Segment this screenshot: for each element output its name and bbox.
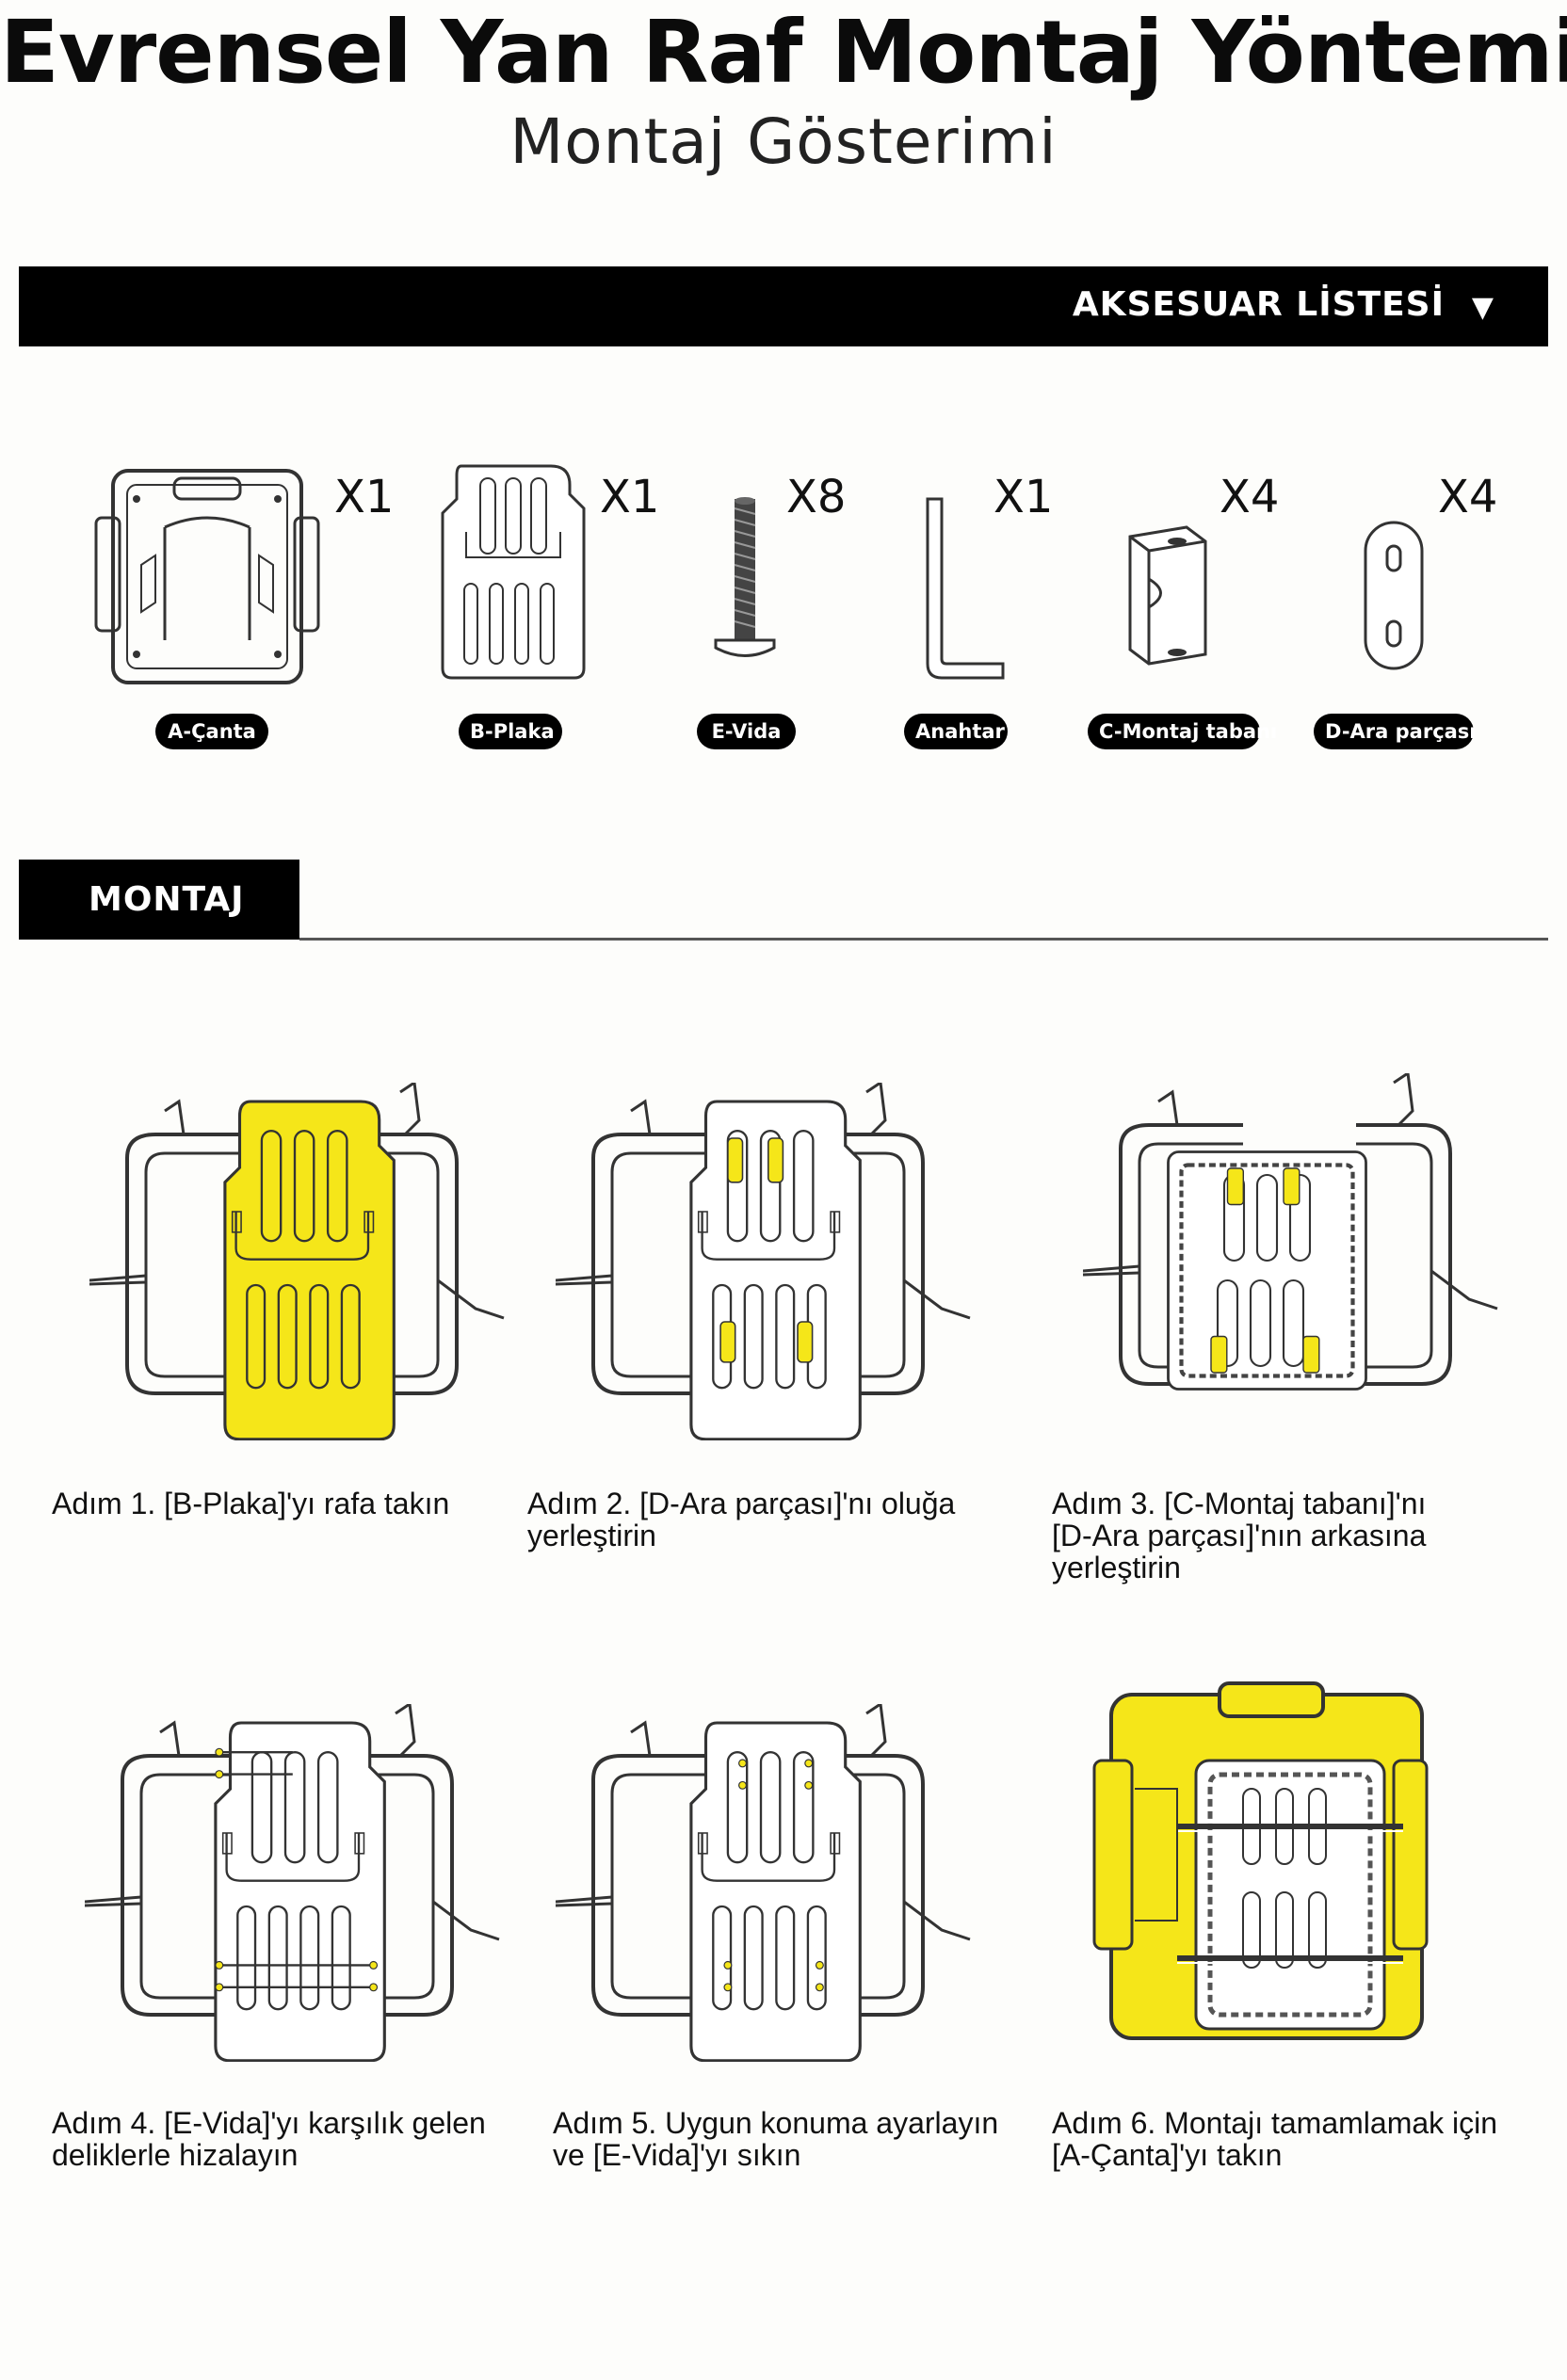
mount-base-icon	[1128, 525, 1207, 666]
accessory-list-label: AKSESUAR LİSTESİ	[1072, 285, 1445, 324]
screw-icon	[714, 497, 776, 657]
section-divider	[299, 938, 1548, 941]
accessory-qty: X1	[994, 471, 1054, 523]
step-2-illustration	[554, 1081, 989, 1441]
step-1-caption: Adım 1. [B-Plaka]'yı rafa takın	[52, 1487, 450, 1520]
accessory-label: A-Çanta	[155, 714, 268, 749]
accessory-qty: X1	[334, 471, 395, 523]
accessory-qty: X8	[786, 471, 847, 523]
hex-key-icon	[926, 497, 1005, 680]
accessory-item-bag: X1 A-Çanta	[85, 452, 394, 772]
accessory-item-screw: X8 E-Vida	[697, 452, 885, 772]
spacer-icon	[1364, 521, 1424, 670]
plate-icon	[441, 464, 586, 680]
accessory-label: Anahtar	[904, 714, 1008, 749]
montaj-section-tab: MONTAJ	[19, 860, 299, 940]
step-3-caption: Adım 3. [C-Montaj tabanı]'nı [D-Ara parç…	[1052, 1487, 1427, 1584]
bag-frame-icon	[94, 469, 320, 684]
page-subtitle: Montaj Gösterimi	[509, 105, 1058, 178]
accessory-qty: X4	[1438, 471, 1498, 523]
chevron-down-icon[interactable]: ▼	[1471, 291, 1494, 324]
accessory-label: E-Vida	[697, 714, 796, 749]
step-5-illustration	[554, 1702, 989, 2063]
step-2-caption: Adım 2. [D-Ara parçası]'nı oluğa yerleşt…	[527, 1487, 956, 1552]
accessory-item-mount-base: X4 C-Montaj tabanı	[1083, 452, 1290, 772]
step-6-illustration	[1092, 1676, 1431, 2052]
accessory-item-plate: X1 B-Plaka	[438, 452, 683, 772]
step-6-caption: Adım 6. Montajı tamamlamak için [A-Çanta…	[1052, 2106, 1498, 2172]
accessory-label: D-Ara parçası	[1314, 714, 1477, 749]
page-title: Evrensel Yan Raf Montaj Yöntemi	[0, 2, 1567, 103]
step-3-illustration	[1081, 1071, 1516, 1450]
step-4-illustration	[83, 1702, 518, 2063]
accessory-label: C-Montaj tabanı	[1088, 714, 1277, 749]
accessory-item-spacer: X4 D-Ara parçası	[1314, 452, 1540, 772]
accessory-label: B-Plaka	[459, 714, 562, 749]
step-4-caption: Adım 4. [E-Vida]'yı karşılık gelen delik…	[52, 2106, 486, 2172]
accessory-qty: X4	[1220, 471, 1280, 523]
accessory-item-hex-key: X1 Anahtar	[899, 452, 1107, 772]
step-5-caption: Adım 5. Uygun konuma ayarlayın ve [E-Vid…	[553, 2106, 999, 2172]
step-1-illustration	[88, 1081, 523, 1441]
accessory-list-bar[interactable]: AKSESUAR LİSTESİ ▼	[19, 266, 1548, 346]
accessory-qty: X1	[600, 471, 660, 523]
